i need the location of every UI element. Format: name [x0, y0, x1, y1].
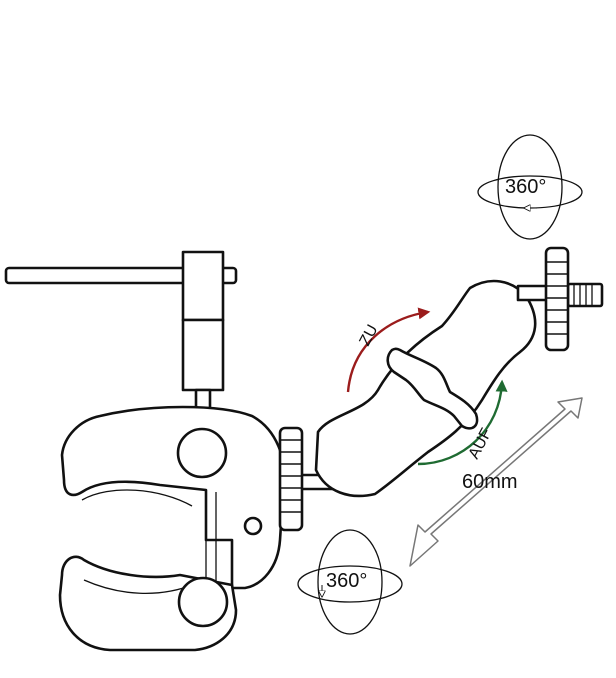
close-label: ZU — [357, 322, 382, 349]
clamp-body — [58, 405, 286, 652]
locking-lever — [386, 347, 479, 430]
open-arrow — [417, 379, 508, 466]
close-arrow — [346, 307, 431, 393]
open-label: AUF — [466, 425, 496, 461]
rotation-icon-bottom — [297, 529, 403, 635]
length-label: 60mm — [462, 471, 518, 493]
rotation-label-top: 360° — [505, 176, 546, 198]
knurled-knob-right — [516, 246, 604, 352]
rotation-icon-top — [477, 134, 583, 240]
rotation-label-bottom: 360° — [326, 570, 367, 592]
t-handle — [4, 250, 238, 416]
length-arrow — [409, 397, 583, 567]
